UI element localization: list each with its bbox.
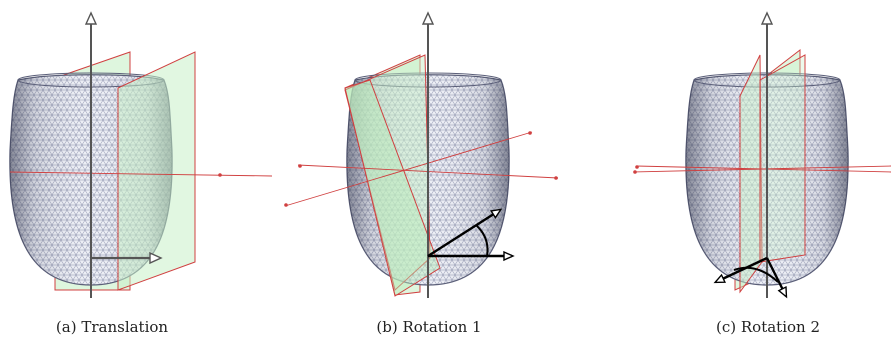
caption-rotation-1: (b) Rotation 1 [376, 318, 481, 336]
plane-front [118, 52, 195, 290]
panel-rotation-2 [633, 14, 891, 298]
red-axis-dot-3 [528, 131, 532, 135]
red-axis-dot [218, 173, 222, 177]
red-axis-dot-4 [554, 176, 558, 180]
caption-rotation-2: (c) Rotation 2 [716, 318, 820, 336]
panel-rotation-1 [284, 14, 558, 298]
plane-front [740, 55, 762, 292]
red-axis-dot-2 [284, 203, 288, 207]
panel-translation [10, 14, 272, 298]
red-axis-dot-2 [633, 170, 637, 174]
red-axis-dot [635, 165, 639, 169]
caption-translation: (a) Translation [56, 318, 168, 336]
red-axis-dot [298, 164, 302, 168]
